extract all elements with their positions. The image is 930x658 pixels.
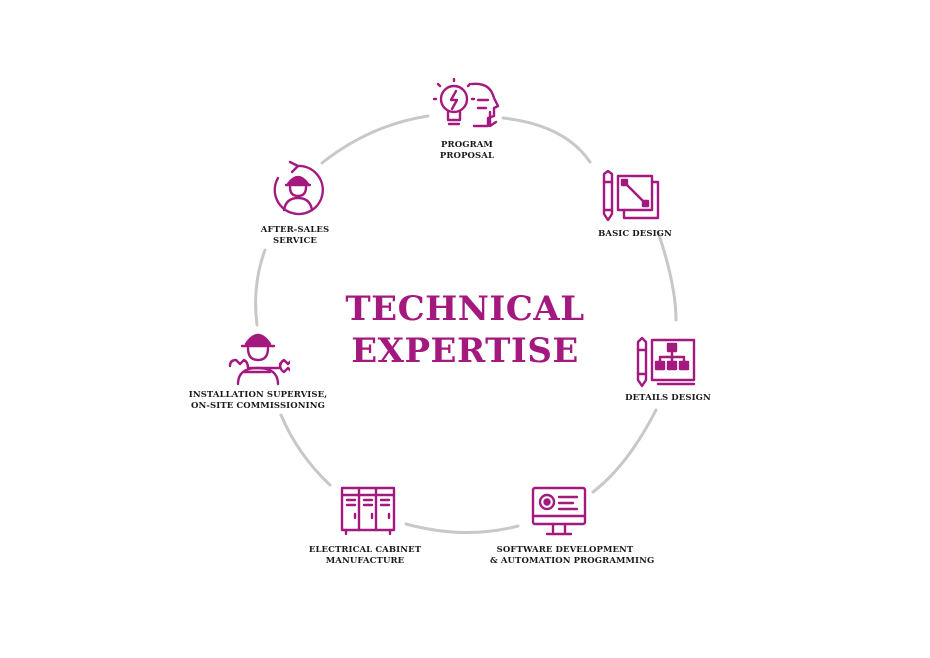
step-label-line-1: DETAILS DESIGN [625,393,711,403]
step-label-line-1: AFTER-SALES [260,225,330,235]
idea-head-icon [432,78,500,128]
title-line-1: TECHNICAL [345,289,585,329]
step-label-line-2: SERVICE [273,236,317,246]
diagram-title: TECHNICAL EXPERTISE [300,288,630,372]
ring-segment [591,408,658,494]
step-label: SOFTWARE DEVELOPMENT & AUTOMATION PROGRA… [490,545,655,567]
step-label-line-1: BASIC DESIGN [598,229,672,239]
step-label-line-2: PROPOSAL [439,151,495,161]
electrical-cabinet-icon [340,486,396,536]
ring-segment [279,413,332,487]
step-label: AFTER-SALES SERVICE [245,225,345,247]
step-label-line-1: ELECTRICAL CABINET [308,545,422,555]
step-label: ELECTRICAL CABINET MANUFACTURE [305,545,425,567]
step-label: DETAILS DESIGN [613,393,723,404]
title-line-2: EXPERTISE [351,331,579,371]
step-label-line-1: INSTALLATION SUPERVISE, [188,390,328,400]
blueprint-pencil-icon [602,170,660,222]
ring-segment [656,230,678,322]
step-label: INSTALLATION SUPERVISE, ON-SITE COMMISSI… [188,390,328,412]
worker-wrench-icon [228,333,290,386]
step-label-line-2: ON-SITE COMMISSIONING [191,401,325,411]
step-label-line-1: PROGRAM [441,140,493,150]
ring-segment [501,116,592,164]
step-label: PROGRAM PROPOSAL [412,140,522,162]
step-label: BASIC DESIGN [580,229,690,240]
step-label-line-2: MANUFACTURE [325,556,405,566]
monitor-code-icon [531,486,587,536]
step-label-line-1: SOFTWARE DEVELOPMENT [496,545,634,555]
ring-segment [320,114,430,165]
ring-segment [254,248,267,327]
ring-segment [404,522,520,535]
service-worker-icon [273,160,324,216]
flowchart-pencil-icon [636,336,696,388]
step-label-line-2: & AUTOMATION PROGRAMMING [490,556,655,566]
